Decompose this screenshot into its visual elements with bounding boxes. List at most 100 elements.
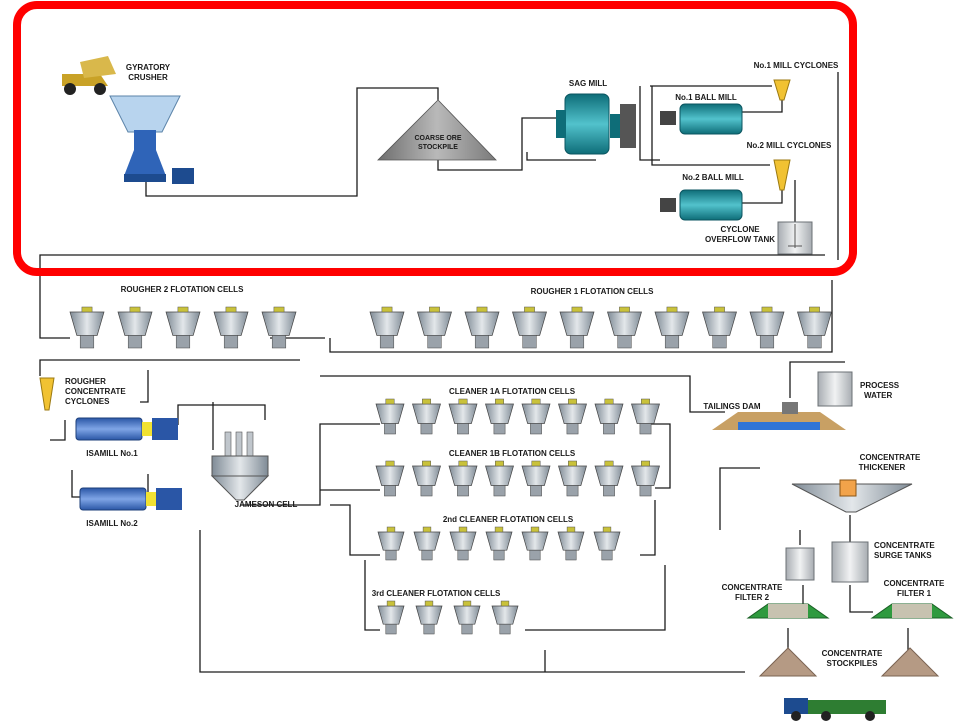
isamill2-label: ISAMILL No.2 xyxy=(86,519,138,528)
concentrate-filter1-label: CONCENTRATE xyxy=(884,579,945,588)
flotation-cell xyxy=(593,526,621,561)
flotation-cell xyxy=(521,398,551,435)
no2-cyclone-icon xyxy=(773,159,791,191)
flotation-cell xyxy=(69,306,105,349)
jameson-cell-icon xyxy=(210,431,270,501)
flotation-cell xyxy=(797,306,832,349)
flotation-cell xyxy=(415,600,443,635)
isamill2-icon xyxy=(79,487,182,511)
flotation-cell xyxy=(448,460,478,497)
concentrate-surge-tank-1-icon xyxy=(785,547,815,581)
flotation-cell xyxy=(485,526,513,561)
cleaner1b-label: CLEANER 1B FLOTATION CELLS xyxy=(449,449,576,458)
sag-mill-label: SAG MILL xyxy=(569,79,607,88)
rougher1-flotation-cells xyxy=(369,306,832,349)
process-water-tank-icon xyxy=(817,371,853,407)
coarse-ore-stockpile-label: COARSE ORE xyxy=(414,135,461,142)
flotation-cell xyxy=(485,398,514,435)
concentrate-stockpile-1-icon xyxy=(758,647,818,677)
flotation-cell xyxy=(453,600,481,635)
cleaner1b-flotation-cells xyxy=(375,460,660,497)
gyratory-crusher-label: GYRATORY xyxy=(126,63,171,72)
flotation-cell xyxy=(369,306,405,349)
flotation-cell xyxy=(117,306,153,349)
flotation-cell xyxy=(412,460,441,497)
cyclone-overflow-tank-label-2: OVERFLOW TANK xyxy=(705,235,775,244)
flotation-cell xyxy=(521,460,551,497)
flotation-cell xyxy=(631,460,660,497)
flotation-cell xyxy=(594,460,624,497)
flotation-cell xyxy=(449,526,477,561)
flotation-cell xyxy=(448,398,478,435)
flotation-cell xyxy=(375,460,405,497)
concentrate-filter2-label: CONCENTRATE xyxy=(722,583,783,592)
rougher1-label: ROUGHER 1 FLOTATION CELLS xyxy=(531,287,654,296)
isamill1-icon xyxy=(75,417,178,441)
concentrate-filter2-icon xyxy=(746,603,830,619)
flotation-cell xyxy=(213,306,249,349)
flotation-cell xyxy=(165,306,201,349)
flotation-cell xyxy=(412,398,441,435)
flotation-cell xyxy=(377,600,405,635)
coarse-ore-stockpile-label-2: STOCKPILE xyxy=(418,144,458,151)
flotation-cell xyxy=(631,398,660,435)
concentrate-stockpiles-label: CONCENTRATE xyxy=(822,649,883,658)
concentrate-stockpiles-label-2: STOCKPILES xyxy=(827,659,879,668)
flotation-cell xyxy=(558,398,587,435)
flotation-cell xyxy=(654,306,690,349)
flotation-cell xyxy=(702,306,737,349)
cyclone-overflow-tank-icon xyxy=(777,221,813,255)
rougher2-label: ROUGHER 2 FLOTATION CELLS xyxy=(121,285,244,294)
rougher-concentrate-cyclone-icon xyxy=(39,377,55,411)
cleaner3-flotation-cells xyxy=(377,600,519,635)
process-water-label: PROCESS xyxy=(860,381,900,390)
flotation-cell xyxy=(521,526,549,561)
flotation-cell xyxy=(607,306,642,349)
rougher-concentrate-cyclones-label-3: CYCLONES xyxy=(65,397,110,406)
sag-mill-icon xyxy=(556,93,636,155)
flotation-cell xyxy=(491,600,519,635)
cleaner2-flotation-cells xyxy=(377,526,621,561)
flotation-cell xyxy=(413,526,441,561)
highlight-frame xyxy=(13,1,857,276)
flotation-cell xyxy=(594,398,624,435)
concentrate-surge-tanks-label-2: SURGE TANKS xyxy=(874,551,932,560)
flotation-cell xyxy=(375,398,405,435)
flotation-cell xyxy=(559,306,595,349)
flotation-cell xyxy=(512,306,547,349)
isamill1-label: ISAMILL No.1 xyxy=(86,449,138,458)
no1-mill-cyclones-label: No.1 MILL CYCLONES xyxy=(754,61,839,70)
concentrate-thickener-icon xyxy=(791,479,913,513)
no2-mill-cyclones-label: No.2 MILL CYCLONES xyxy=(747,141,832,150)
tailings-dam-label: TAILINGS DAM xyxy=(703,402,761,411)
cleaner1a-label: CLEANER 1A FLOTATION CELLS xyxy=(449,387,576,396)
cleaner3-label: 3rd CLEANER FLOTATION CELLS xyxy=(372,589,501,598)
no1-cyclone-icon xyxy=(773,79,791,101)
concentrate-filter2-label-2: FILTER 2 xyxy=(735,593,770,602)
rougher2-flotation-cells xyxy=(69,306,297,349)
flotation-cell xyxy=(558,460,587,497)
concentrate-stockpile-2-icon xyxy=(880,647,940,677)
concentrate-surge-tank-2-icon xyxy=(831,541,869,583)
flotation-cell xyxy=(261,306,297,349)
concentrate-surge-tanks-label: CONCENTRATE xyxy=(874,541,935,550)
concentrate-thickener-label-2: THICKENER xyxy=(859,463,906,472)
no1-ball-mill-label: No.1 BALL MILL xyxy=(675,93,737,102)
no2-ball-mill-label: No.2 BALL MILL xyxy=(682,173,744,182)
concentrate-filter1-label-2: FILTER 1 xyxy=(897,589,932,598)
flotation-cell xyxy=(464,306,500,349)
concentrate-filter1-icon xyxy=(870,603,954,619)
haul-truck-icon xyxy=(62,56,116,95)
gyratory-crusher-icon xyxy=(109,95,194,184)
rougher-concentrate-cyclones-label-2: CONCENTRATE xyxy=(65,387,126,396)
no2-ball-mill-icon xyxy=(660,189,743,221)
tailings-dam-icon xyxy=(712,402,846,430)
concentrate-thickener-label: CONCENTRATE xyxy=(860,453,921,462)
cleaner1a-flotation-cells xyxy=(375,398,660,435)
cyclone-overflow-tank-label: CYCLONE xyxy=(720,225,760,234)
process-water-label-2: WATER xyxy=(864,391,893,400)
jameson-cell-label: JAMESON CELL xyxy=(235,500,298,509)
cleaner2-label: 2nd CLEANER FLOTATION CELLS xyxy=(443,515,574,524)
flotation-cell xyxy=(485,460,514,497)
